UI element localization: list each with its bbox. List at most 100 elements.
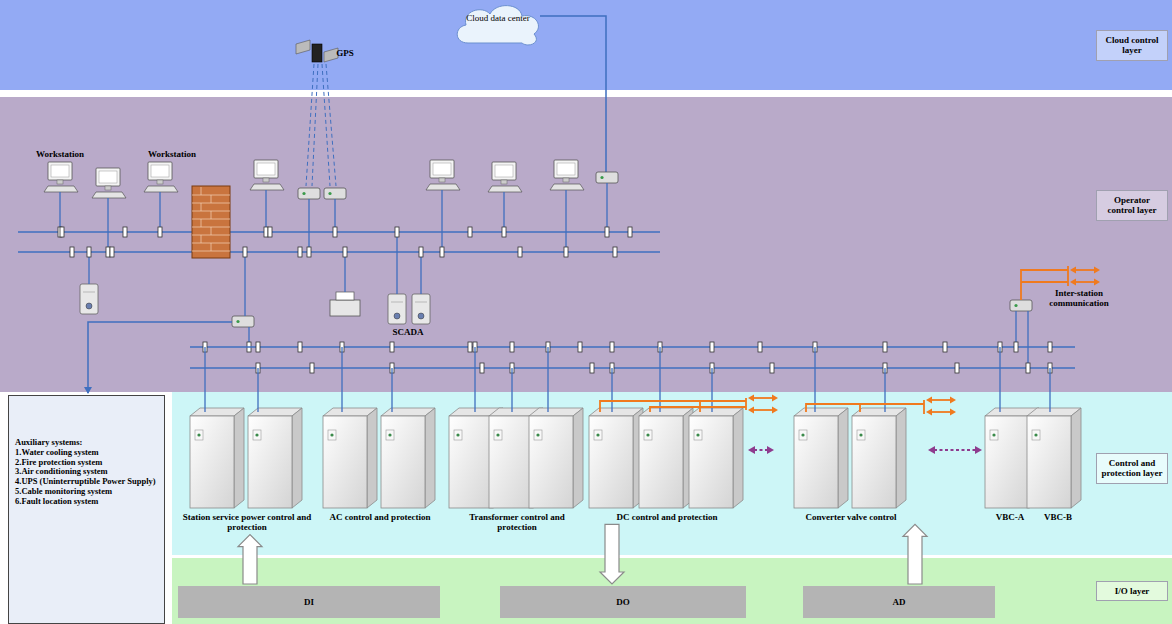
- device-label: Workstation: [142, 149, 202, 159]
- inter-station-link: [1067, 266, 1069, 286]
- auxiliary-text: 2.Fire protection system: [15, 458, 158, 468]
- brick-joint: [201, 235, 202, 243]
- monitor: [254, 160, 278, 178]
- cabinet-panel: [799, 430, 807, 440]
- layer-label-box: Operator control layer: [1096, 190, 1168, 221]
- monitor-screen: [99, 171, 117, 183]
- cabinet-led: [330, 433, 333, 436]
- cabinet-drawing: [176, 398, 318, 510]
- arrowhead: [767, 446, 774, 454]
- server-user: [394, 313, 400, 319]
- server: [80, 284, 98, 314]
- cabinet-side: [1071, 408, 1081, 508]
- satellite-panel: [324, 48, 338, 62]
- cabinet-front: [689, 416, 733, 508]
- monitor-screen: [433, 163, 451, 175]
- cabinet-group: AC control and protection: [318, 398, 442, 522]
- server-user: [86, 303, 92, 309]
- bus-port: [480, 363, 484, 373]
- network-link: [611, 368, 612, 412]
- printer: [330, 300, 360, 316]
- network-link: [391, 368, 392, 412]
- cabinet-led: [992, 433, 995, 436]
- router: [324, 188, 346, 199]
- network-link: [59, 192, 60, 232]
- bus-port: [468, 342, 472, 352]
- cloud-link: [540, 16, 606, 172]
- bus-port: [468, 227, 472, 237]
- cloud-path: [457, 6, 538, 45]
- network-link: [257, 368, 258, 412]
- cabinet-panel: [857, 430, 865, 440]
- firewall: [192, 186, 230, 258]
- monitor: [96, 168, 120, 186]
- orange-arrowhead: [950, 397, 956, 404]
- cabinet-side: [733, 408, 743, 508]
- device-label: Workstation: [30, 149, 90, 159]
- layer-label: I/O layer: [1100, 586, 1164, 596]
- bus-port: [440, 247, 444, 257]
- layer-band: I/O layerDIDOAD: [172, 558, 1172, 624]
- bus-port: [298, 247, 302, 257]
- orange-arrowhead: [950, 409, 956, 416]
- monitor-stand: [563, 178, 569, 182]
- orange-arrowhead: [772, 407, 778, 414]
- brick-joint: [211, 243, 212, 251]
- network-link: [1027, 311, 1028, 368]
- cabinet-drawing: [588, 398, 746, 510]
- cloud-text-box: Cloud data center: [466, 13, 530, 23]
- cabinet-group: VBC-AVBC-B: [984, 398, 1084, 522]
- bus-port: [770, 363, 774, 373]
- io-label: DO: [616, 597, 630, 607]
- cabinet-led: [197, 433, 200, 436]
- brick-joint: [211, 195, 212, 203]
- network-link: [659, 347, 660, 412]
- cabinet-panel: [990, 430, 998, 440]
- network-link: [308, 199, 309, 252]
- layer-label: Cloud control layer: [1100, 35, 1164, 56]
- io-box: DI: [178, 586, 440, 618]
- monitor-stand: [157, 180, 163, 184]
- gps-signal: [322, 64, 330, 186]
- keyboard: [144, 186, 178, 192]
- keyboard: [488, 186, 522, 192]
- bus-port: [883, 342, 887, 352]
- satellite-panel: [296, 40, 310, 54]
- printer-paper: [336, 292, 354, 300]
- network-link: [547, 347, 548, 412]
- keyboard: [250, 184, 284, 190]
- cabinet-side: [425, 408, 435, 508]
- bus-port: [578, 342, 582, 352]
- cabinet-front: [589, 416, 633, 508]
- arrowhead: [748, 446, 755, 454]
- bus-port: [1026, 363, 1030, 373]
- cabinet-group: DC control and protection: [588, 398, 746, 522]
- cabinet-side: [292, 408, 302, 508]
- dashed-arrow: [748, 446, 774, 454]
- gps-signal: [312, 64, 318, 186]
- cabinet-side: [234, 408, 244, 508]
- network-link: [474, 347, 475, 412]
- monitor-screen: [557, 163, 575, 175]
- network-link: [265, 190, 266, 232]
- bus-port: [613, 247, 617, 257]
- cloud-shape: Cloud data center: [452, 3, 544, 47]
- bus-port: [343, 247, 347, 257]
- bus-port: [243, 247, 247, 257]
- bus-port: [333, 227, 337, 237]
- cabinet-panel: [694, 430, 702, 440]
- auxiliary-text: 5.Cable monitoring system: [15, 487, 158, 497]
- bus-port: [310, 363, 314, 373]
- dashed-line: [934, 449, 976, 451]
- cloud-outline: [452, 3, 544, 47]
- monitor-stand: [439, 178, 445, 182]
- bus-port: [106, 247, 110, 257]
- layer-label: Operator control layer: [1100, 195, 1164, 216]
- orange-arrowhead: [1070, 267, 1076, 274]
- network-link: [159, 192, 160, 232]
- router: [1010, 300, 1032, 311]
- orange-arrowhead: [748, 407, 754, 414]
- monitor-stand: [57, 180, 63, 184]
- cabinet-label: VBC-B: [1044, 512, 1072, 522]
